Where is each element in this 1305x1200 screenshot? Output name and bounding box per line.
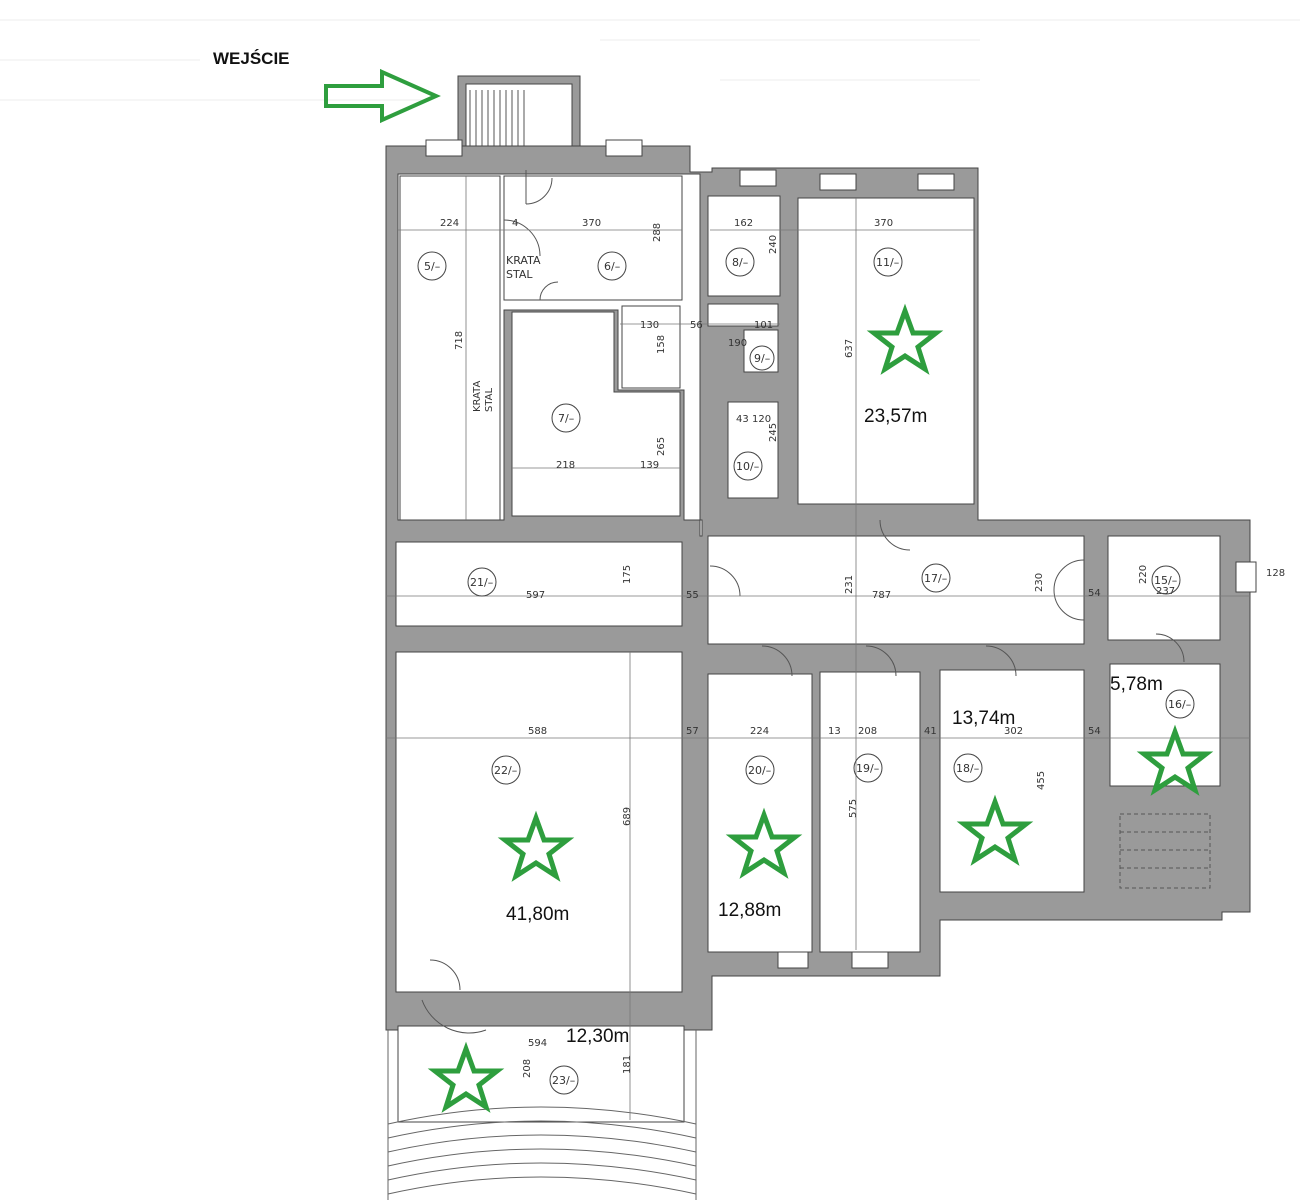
svg-text:208: 208 (522, 1059, 533, 1078)
svg-text:265: 265 (656, 437, 667, 456)
svg-text:224: 224 (750, 726, 769, 737)
windows (425, 139, 1257, 969)
svg-text:230: 230 (1034, 573, 1045, 592)
svg-text:237: 237 (1156, 586, 1175, 597)
room-id-11: 11/– (876, 256, 899, 269)
room-id-6: 6/– (604, 260, 620, 273)
room-id-8: 8/– (732, 256, 748, 269)
star-icon-room-20 (725, 807, 803, 879)
entrance-label: WEJŚCIE (213, 49, 290, 68)
svg-text:588: 588 (528, 726, 547, 737)
svg-text:218: 218 (556, 460, 575, 471)
svg-text:190: 190 (728, 338, 747, 349)
area-room-20: 12,88m (718, 900, 781, 921)
room-id-7: 7/– (558, 412, 574, 425)
room-id-22: 22/– (494, 764, 517, 777)
krata-label-1: KRATA (506, 254, 541, 267)
star-icon-room-11 (866, 303, 944, 375)
svg-text:101: 101 (754, 320, 773, 331)
svg-text:120: 120 (752, 414, 771, 425)
svg-text:370: 370 (582, 218, 601, 229)
doors (421, 170, 1185, 1034)
svg-text:4: 4 (512, 218, 518, 229)
svg-text:224: 224 (440, 218, 459, 229)
room-id-21: 21/– (470, 576, 493, 589)
room-id-5: 5/– (424, 260, 440, 273)
stal-label-1: STAL (506, 268, 533, 281)
svg-text:162: 162 (734, 218, 753, 229)
svg-text:139: 139 (640, 460, 659, 471)
svg-text:455: 455 (1036, 771, 1047, 790)
svg-text:55: 55 (686, 590, 699, 601)
svg-text:181: 181 (622, 1055, 633, 1074)
scan-noise (0, 19, 1300, 101)
svg-text:128: 128 (1266, 568, 1285, 579)
svg-text:220: 220 (1138, 565, 1149, 584)
svg-text:13: 13 (828, 726, 841, 737)
svg-text:637: 637 (844, 339, 855, 358)
star-icon-room-16 (1136, 724, 1214, 796)
svg-text:718: 718 (454, 331, 465, 350)
room-id-9: 9/– (754, 352, 770, 365)
svg-text:245: 245 (768, 423, 779, 442)
svg-text:231: 231 (844, 575, 855, 594)
svg-text:56: 56 (690, 320, 703, 331)
svg-text:575: 575 (848, 799, 859, 818)
svg-text:43: 43 (736, 414, 749, 425)
area-room-18: 13,74m (952, 708, 1015, 729)
svg-text:41: 41 (924, 726, 937, 737)
room-id-15: 15/– (1154, 574, 1177, 587)
room-id-23: 23/– (552, 1074, 575, 1087)
rooms (395, 175, 1221, 1123)
svg-text:240: 240 (768, 235, 779, 254)
area-room-11: 23,57m (864, 406, 927, 427)
room-id-10: 10/– (736, 460, 759, 473)
room-id-labels: 5/– 6/– 7/– 8/– 9/– 10/– 11/– 15/– 16/– … (424, 256, 1191, 1087)
svg-text:370: 370 (874, 218, 893, 229)
star-icon-room-23 (427, 1041, 505, 1113)
svg-text:689: 689 (622, 807, 633, 826)
area-room-16: 5,78m (1110, 674, 1163, 695)
svg-text:175: 175 (622, 565, 633, 584)
shaft-hatch (1119, 813, 1211, 889)
room-markers (417, 247, 1195, 1095)
star-icon-room-22 (497, 810, 575, 882)
svg-text:158: 158 (656, 335, 667, 354)
krata-label-2: KRATA (472, 381, 483, 412)
dimension-lines (386, 176, 1250, 1120)
star-icon-room-18 (956, 794, 1034, 866)
area-room-23: 12,30m (566, 1026, 629, 1047)
star-markers (427, 303, 1214, 1113)
room-id-20: 20/– (748, 764, 771, 777)
svg-text:208: 208 (858, 726, 877, 737)
entry-stair (457, 75, 581, 147)
area-room-22: 41,80m (506, 904, 569, 925)
room-id-17: 17/– (924, 572, 947, 585)
svg-text:130: 130 (640, 320, 659, 331)
entrance-arrow-icon (324, 68, 441, 124)
svg-text:54: 54 (1088, 588, 1101, 599)
room-id-18: 18/– (956, 762, 979, 775)
svg-text:597: 597 (526, 590, 545, 601)
bottom-stairs (387, 1030, 697, 1200)
svg-text:302: 302 (1004, 726, 1023, 737)
svg-text:54: 54 (1088, 726, 1101, 737)
svg-text:787: 787 (872, 590, 891, 601)
room-id-16: 16/– (1168, 698, 1191, 711)
svg-text:57: 57 (686, 726, 699, 737)
dimension-labels: 224 370 4 288 162 240 370 718 130 56 158… (440, 218, 1285, 1078)
area-labels: 23,57m 41,80m 12,88m 13,74m 5,78m 12,30m (506, 406, 1163, 1047)
stal-label-2: STAL (484, 387, 495, 412)
svg-text:288: 288 (652, 223, 663, 242)
svg-text:594: 594 (528, 1038, 547, 1049)
room-id-19: 19/– (856, 762, 879, 775)
